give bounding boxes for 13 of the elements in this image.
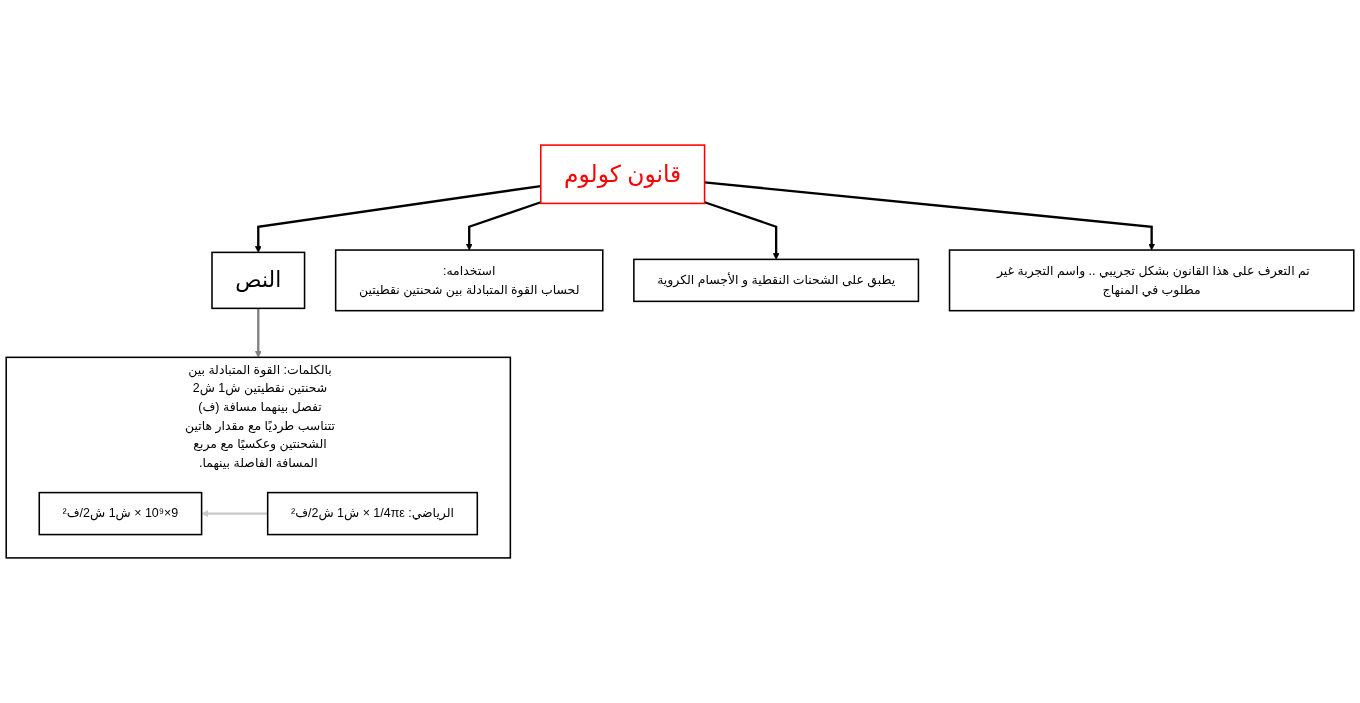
arrow <box>254 184 541 253</box>
arrow <box>465 201 542 251</box>
arrow <box>704 181 1156 251</box>
arrow <box>201 510 268 517</box>
node-box: 9×10⁹ × ش1 ش2/ف² <box>38 491 203 536</box>
arrow <box>254 308 262 358</box>
node-box: الرياضي: 1/4πε × ش1 ش2/ف² <box>266 491 479 536</box>
node-box: النص <box>211 251 306 310</box>
node-box: تم التعرف على هذا القانون بشكل تجريبي .. واسم التجربة غير مطلوب في المنهاج <box>948 249 1355 312</box>
node-box: استخدامه: لحساب القوة المتبادلة بين شحنتين نقطيتين <box>334 249 604 312</box>
node-box: قانون كولوم <box>540 144 706 205</box>
node-box: يطبق على الشحنات النقطية و الأجسام الكروية <box>633 258 920 303</box>
arrow <box>704 201 780 260</box>
